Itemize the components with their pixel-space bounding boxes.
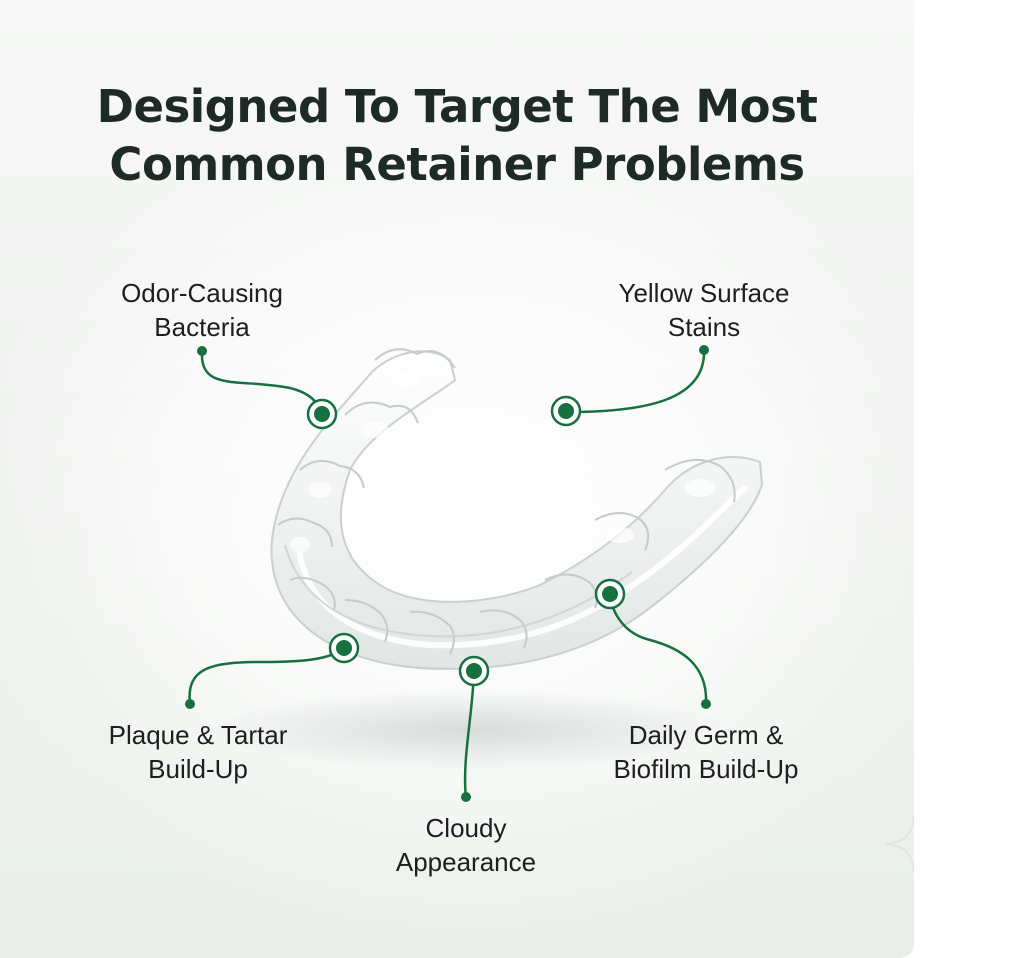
page-title: Designed To Target The Most Common Retai…: [0, 78, 914, 194]
leader-endpoints: [185, 345, 711, 802]
leader-line-odor: [200, 350, 324, 416]
callout-yellow: Yellow Surface Stains: [584, 276, 824, 344]
callout-plaque-line-1: Plaque & Tartar: [108, 720, 288, 750]
callout-germ-line-2: Biofilm Build-Up: [613, 754, 799, 784]
sparkle-icon: [885, 815, 914, 873]
feature-card: Designed To Target The Most Common Retai…: [0, 0, 914, 958]
callout-yellow-line-2: Stains: [667, 312, 741, 342]
endpoint-dot-plaque: [185, 699, 195, 709]
leader-line-germ: [608, 592, 708, 706]
leader-line-plaque: [188, 646, 346, 706]
callout-odor: Odor-Causing Bacteria: [82, 276, 322, 344]
endpoint-dot-odor: [197, 346, 207, 356]
callout-cloudy-line-1: Cloudy: [425, 813, 507, 843]
callout-plaque-line-2: Build-Up: [148, 754, 248, 784]
endpoint-dot-cloudy: [461, 792, 471, 802]
callout-germ-line-1: Daily Germ &: [628, 720, 784, 750]
marker-dot-icon: [328, 632, 360, 664]
endpoint-dot-yellow: [699, 345, 709, 355]
target-markers: [306, 395, 626, 687]
callout-germ: Daily Germ & Biofilm Build-Up: [578, 718, 834, 786]
leader-line-yellow: [566, 348, 706, 414]
marker-dot-icon: [306, 398, 338, 430]
marker-dot-icon: [458, 655, 490, 687]
callout-cloudy-line-2: Appearance: [395, 847, 537, 877]
retainer-diagram: [185, 345, 764, 802]
leader-line-cloudy: [463, 670, 476, 800]
callout-plaque: Plaque & Tartar Build-Up: [68, 718, 328, 786]
title-line-2: Common Retainer Problems: [109, 138, 805, 191]
endpoint-dot-germ: [701, 699, 711, 709]
title-line-1: Designed To Target The Most: [96, 80, 818, 133]
retainer-illustration: [270, 348, 764, 670]
marker-dot-icon: [594, 578, 626, 610]
callout-yellow-line-1: Yellow Surface: [618, 278, 790, 308]
retainer-shadow: [210, 690, 730, 770]
callout-cloudy: Cloudy Appearance: [346, 811, 586, 879]
marker-dot-icon: [550, 395, 582, 427]
callout-odor-line-2: Bacteria: [154, 312, 250, 342]
callout-odor-line-1: Odor-Causing: [121, 278, 283, 308]
